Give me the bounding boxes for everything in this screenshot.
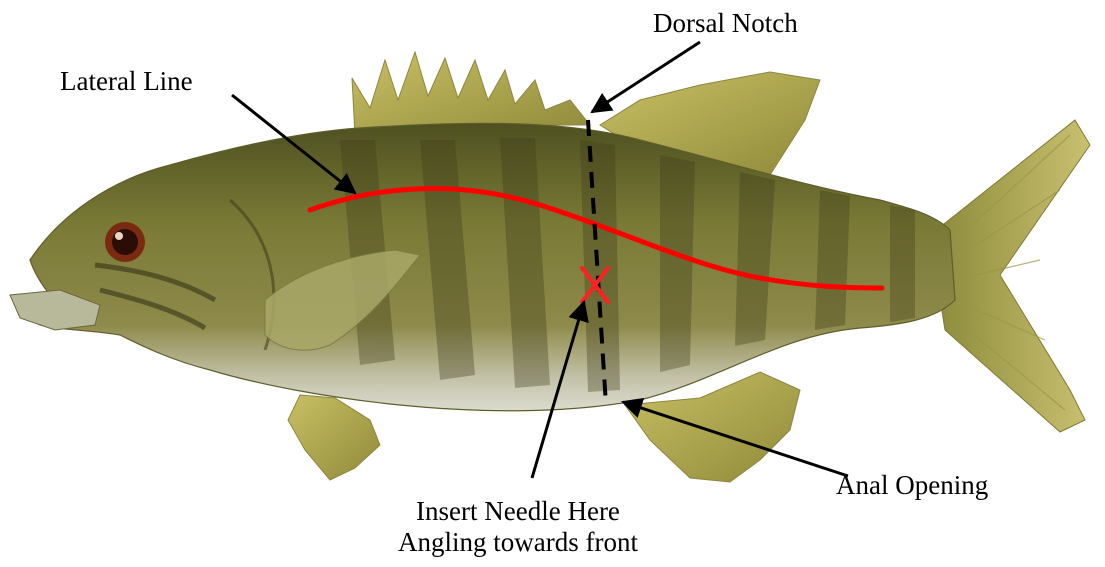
fish-eye <box>105 222 145 262</box>
pelvic-fin <box>288 395 380 480</box>
insert-needle-label-line2: Angling towards front <box>398 527 638 558</box>
anal-opening-label: Anal Opening <box>836 470 988 501</box>
spiny-dorsal-fin <box>352 52 590 135</box>
dorsal-notch-label: Dorsal Notch <box>653 8 798 39</box>
lateral-line-label: Lateral Line <box>60 66 193 97</box>
insert-needle-label: Insert Needle Here Angling towards front <box>398 496 638 558</box>
fish-body <box>15 123 955 410</box>
insert-needle-label-line1: Insert Needle Here <box>398 496 638 527</box>
tail-fin <box>930 120 1090 432</box>
